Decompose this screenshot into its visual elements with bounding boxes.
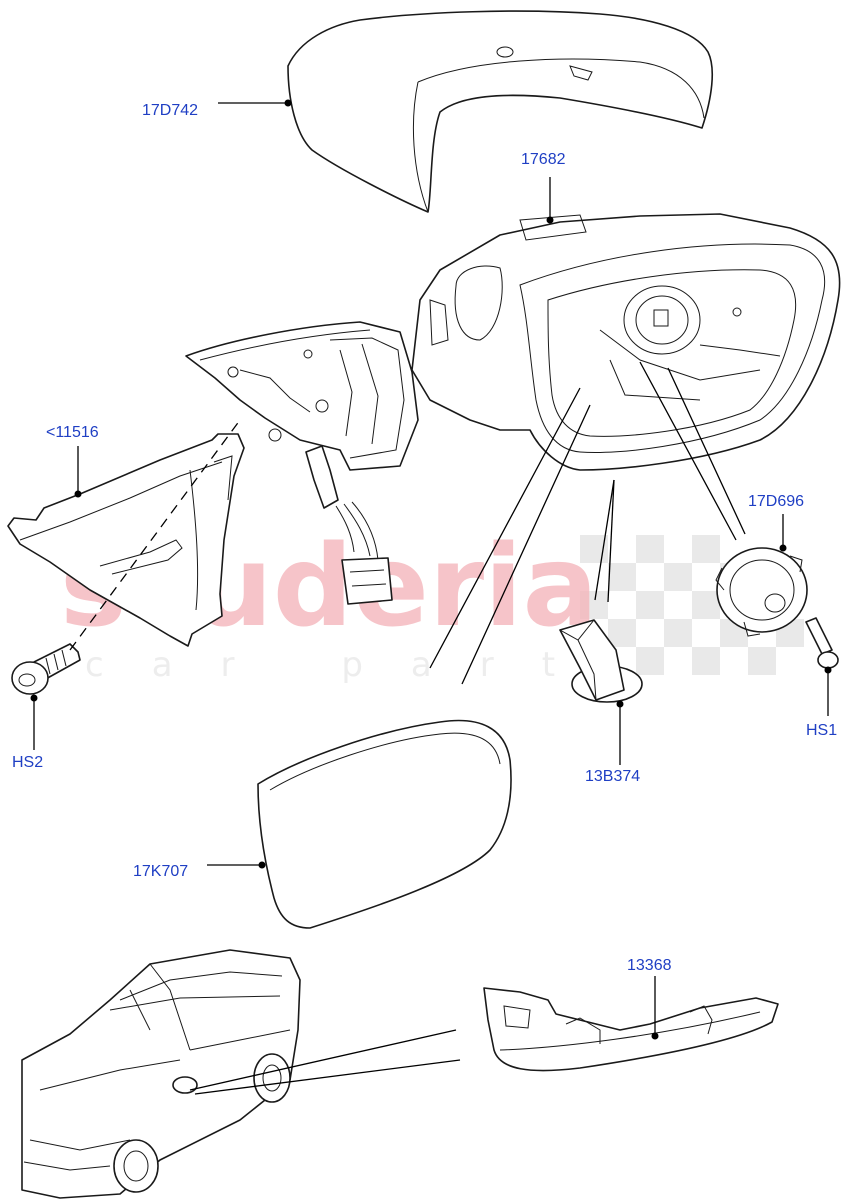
- mirror-cap-part: [287, 10, 714, 213]
- callout-17682: 17682: [521, 151, 566, 168]
- inner-trim-panel-part: [7, 433, 245, 647]
- callout-labels: 17D742 17682 <11516 17D696 HS1 HS2 13B37…: [12, 102, 837, 974]
- callout-17k707: 17K707: [133, 863, 188, 880]
- leader-lines: [33, 102, 829, 1095]
- callout-17d742: 17D742: [142, 102, 198, 119]
- callout-13b374: 13B374: [585, 768, 640, 785]
- screw-hs1-part: [805, 617, 839, 669]
- puddle-lamp-part: [559, 619, 643, 703]
- screw-hs2-part: [11, 643, 81, 695]
- mirror-glass-part: [257, 719, 512, 929]
- callout-hs1: HS1: [806, 722, 837, 739]
- vehicle-illustration: [21, 949, 301, 1199]
- callout-11516: <11516: [46, 424, 99, 441]
- wiring-harness-part: [305, 445, 393, 605]
- watermark-subtitle: car parts: [85, 645, 669, 685]
- mirror-housing-part: [411, 213, 841, 471]
- callout-hs2: HS2: [12, 754, 43, 771]
- mirror-actuator-part: [715, 547, 808, 637]
- watermark-checker-flag: [580, 535, 804, 675]
- callout-13368: 13368: [627, 957, 672, 974]
- mirror-base-bracket-part: [185, 321, 419, 471]
- leader-dots: [30, 99, 832, 1040]
- callout-17d696: 17D696: [748, 493, 804, 510]
- side-indicator-lamp-part: [483, 987, 779, 1072]
